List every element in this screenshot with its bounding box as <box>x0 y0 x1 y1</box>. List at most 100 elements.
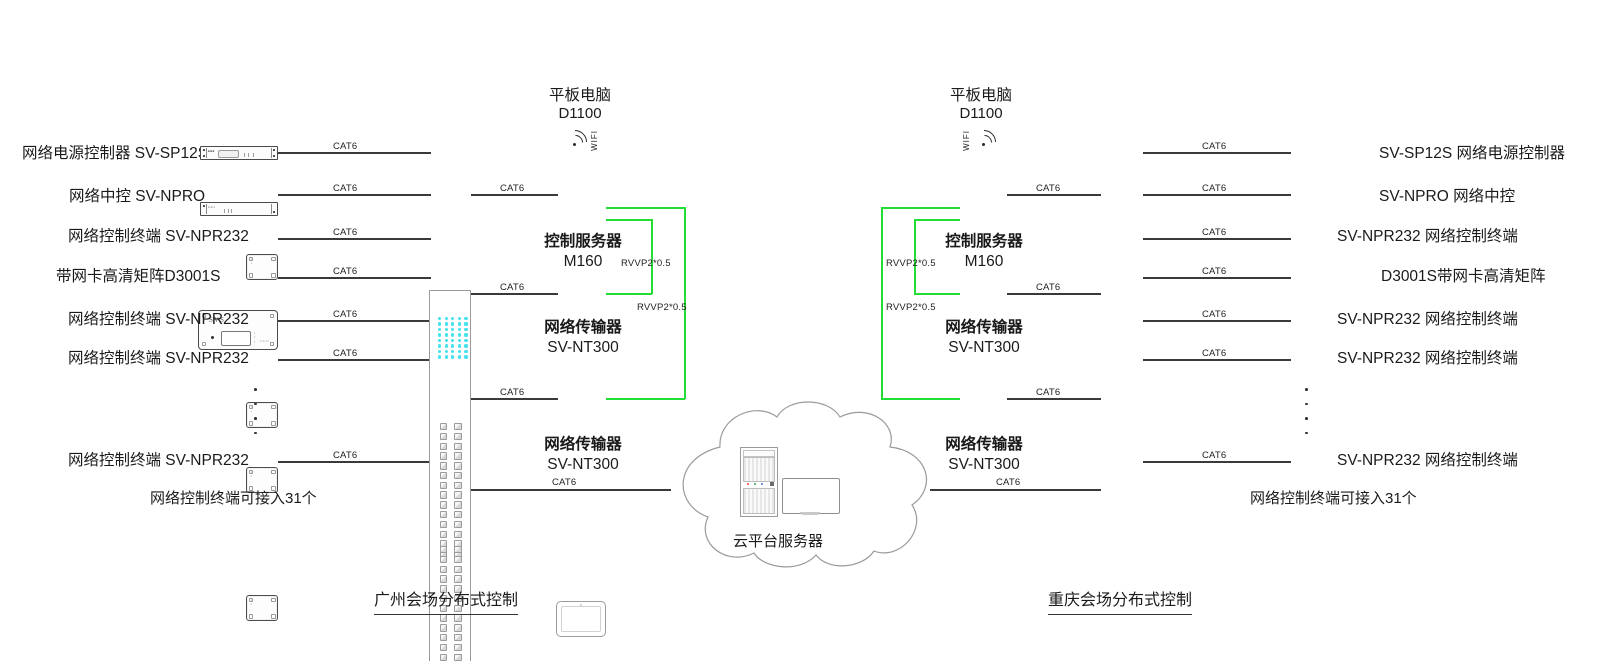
cat6-label-left-0: CAT6 <box>333 141 358 152</box>
wire-right-5 <box>1143 359 1291 361</box>
cat6-label-left-1: CAT6 <box>333 183 358 194</box>
device-npr232-left-2: ▪▪ <box>246 402 278 428</box>
cat6-label-right-2: CAT6 <box>1202 227 1227 238</box>
cat6-label-sw-left-server: CAT6 <box>500 183 525 194</box>
nt300-left-2-name: 网络传输器 <box>544 436 622 453</box>
wire-switch-left-to-server <box>471 194 558 196</box>
control-wire-left-inner-bottom <box>606 293 652 295</box>
cat6-label-left-6: CAT6 <box>333 450 358 461</box>
cloud-server-tower <box>740 447 778 517</box>
wire-right-1 <box>1143 194 1291 196</box>
server-left-name: 控制服务器 <box>544 233 622 250</box>
control-wire-left-outer-top <box>606 207 685 209</box>
wire-right-2 <box>1143 238 1291 240</box>
left-device-label-5: 网络控制终端 SV-NPR232 <box>68 350 249 367</box>
control-wire-left-outer-vert <box>684 207 686 399</box>
cat6-label-server-right-sw: CAT6 <box>1036 183 1061 194</box>
wifi-label-right: WIFI <box>962 130 971 151</box>
rvvp-label-left-2: RVVP2*0.5 <box>637 302 687 313</box>
wifi-label-left: WIFI <box>590 130 599 151</box>
nt300-right-2-name: 网络传输器 <box>945 436 1023 453</box>
wire-switch-left-to-nt2 <box>471 398 558 400</box>
wire-server-right-to-switch <box>1007 194 1101 196</box>
control-wire-left-inner-vert <box>651 219 653 294</box>
switch-left-leds <box>438 317 468 359</box>
server-right-name: 控制服务器 <box>945 233 1023 250</box>
left-ellipsis <box>254 388 257 435</box>
device-sp12s-left: ■■■ <box>200 146 278 160</box>
switch-left-ports-upper <box>440 423 462 558</box>
control-wire-left-inner-top <box>606 219 652 221</box>
wire-right-3 <box>1143 277 1291 279</box>
wire-right-4 <box>1143 320 1291 322</box>
server-left-model: M160 <box>563 253 603 270</box>
wire-left-5 <box>278 359 431 361</box>
cloud-monitor <box>782 478 840 514</box>
right-device-label-2: SV-NPR232 网络控制终端 <box>1337 228 1518 245</box>
cat6-label-left-3: CAT6 <box>333 266 358 277</box>
right-device-label-0: SV-SP12S 网络电源控制器 <box>1379 145 1566 162</box>
wire-left-4 <box>278 320 431 322</box>
nt300-right-1-name: 网络传输器 <box>945 319 1023 336</box>
wifi-icon-left <box>558 125 592 159</box>
cat6-label-right-0: CAT6 <box>1202 141 1227 152</box>
tablet-left <box>556 601 606 637</box>
rvvp-label-right-1: RVVP2*0.5 <box>886 258 936 269</box>
cat6-label-left-2: CAT6 <box>333 227 358 238</box>
cat6-label-right-4: CAT6 <box>1202 309 1227 320</box>
cat6-label-left-5: CAT6 <box>333 348 358 359</box>
cat6-label-cloud-sw-right: CAT6 <box>996 477 1021 488</box>
cat6-label-right-6: CAT6 <box>1202 450 1227 461</box>
cat6-label-right-1: CAT6 <box>1202 183 1227 194</box>
cat6-label-sw-left-cloud: CAT6 <box>552 477 577 488</box>
control-wire-right-inner-bottom <box>914 293 960 295</box>
wire-left-0 <box>278 152 431 154</box>
right-ellipsis <box>1305 388 1308 435</box>
nt300-left-2-model: SV-NT300 <box>547 456 619 473</box>
rvvp-label-right-2: RVVP2*0.5 <box>886 302 936 313</box>
device-npr232-left-4: ▪▪ <box>246 595 278 621</box>
wire-left-3 <box>278 277 431 279</box>
left-zone-note: 网络控制终端可接入31个 <box>150 490 317 507</box>
control-wire-right-outer-bottom <box>881 398 960 400</box>
cat6-label-left-4: CAT6 <box>333 309 358 320</box>
tablet-right-name: 平板电脑 <box>949 87 1012 104</box>
right-zone-note: 网络控制终端可接入31个 <box>1250 490 1417 507</box>
device-npro-left: ▪▪▪▪▪ <box>200 202 278 216</box>
tablet-left-model: D1100 <box>558 105 602 122</box>
control-wire-left-outer-bottom <box>606 398 685 400</box>
control-wire-right-outer-top <box>881 207 960 209</box>
right-device-label-3: D3001S带网卡高清矩阵 <box>1381 268 1546 285</box>
nt300-left-1-name: 网络传输器 <box>544 319 622 336</box>
left-device-label-3: 带网卡高清矩阵D3001S <box>56 268 221 285</box>
right-device-label-1: SV-NPRO 网络中控 <box>1379 188 1516 205</box>
tablet-left-name: 平板电脑 <box>548 87 611 104</box>
device-matrix-left: SVS ▪▪▪ ▪▪▪▪▪▪ <box>198 310 278 350</box>
right-device-label-4: SV-NPR232 网络控制终端 <box>1337 311 1518 328</box>
nt300-right-2-model: SV-NT300 <box>948 456 1020 473</box>
left-zone-title: 广州会场分布式控制 <box>374 586 519 615</box>
left-device-label-2: 网络控制终端 SV-NPR232 <box>68 228 249 245</box>
left-device-label-0: 网络电源控制器 SV-SP12S <box>22 145 209 162</box>
switch-left <box>429 290 471 661</box>
wifi-icon-right <box>967 125 1001 159</box>
device-npr232-left-3: ▪▪ <box>246 467 278 493</box>
wire-switch-left-to-nt1 <box>471 293 558 295</box>
control-wire-right-inner-top <box>914 219 960 221</box>
left-device-label-4: 网络控制终端 SV-NPR232 <box>68 311 249 328</box>
right-device-label-6: SV-NPR232 网络控制终端 <box>1337 452 1518 469</box>
cat6-label-nt2-right-sw: CAT6 <box>1036 387 1061 398</box>
wire-cloud-to-switch-right <box>930 489 1101 491</box>
wire-nt2-right-to-switch <box>1007 398 1101 400</box>
wire-left-6 <box>278 461 431 463</box>
switch-left-ports-lower <box>440 546 462 661</box>
right-device-label-5: SV-NPR232 网络控制终端 <box>1337 350 1518 367</box>
right-zone-title: 重庆会场分布式控制 <box>1048 586 1193 615</box>
control-wire-right-inner-vert <box>914 219 916 294</box>
cloud-label: 云平台服务器 <box>733 533 824 550</box>
server-right-model: M160 <box>964 253 1004 270</box>
cat6-label-right-5: CAT6 <box>1202 348 1227 359</box>
tablet-right-model: D1100 <box>959 105 1003 122</box>
rvvp-label-left-1: RVVP2*0.5 <box>621 258 671 269</box>
